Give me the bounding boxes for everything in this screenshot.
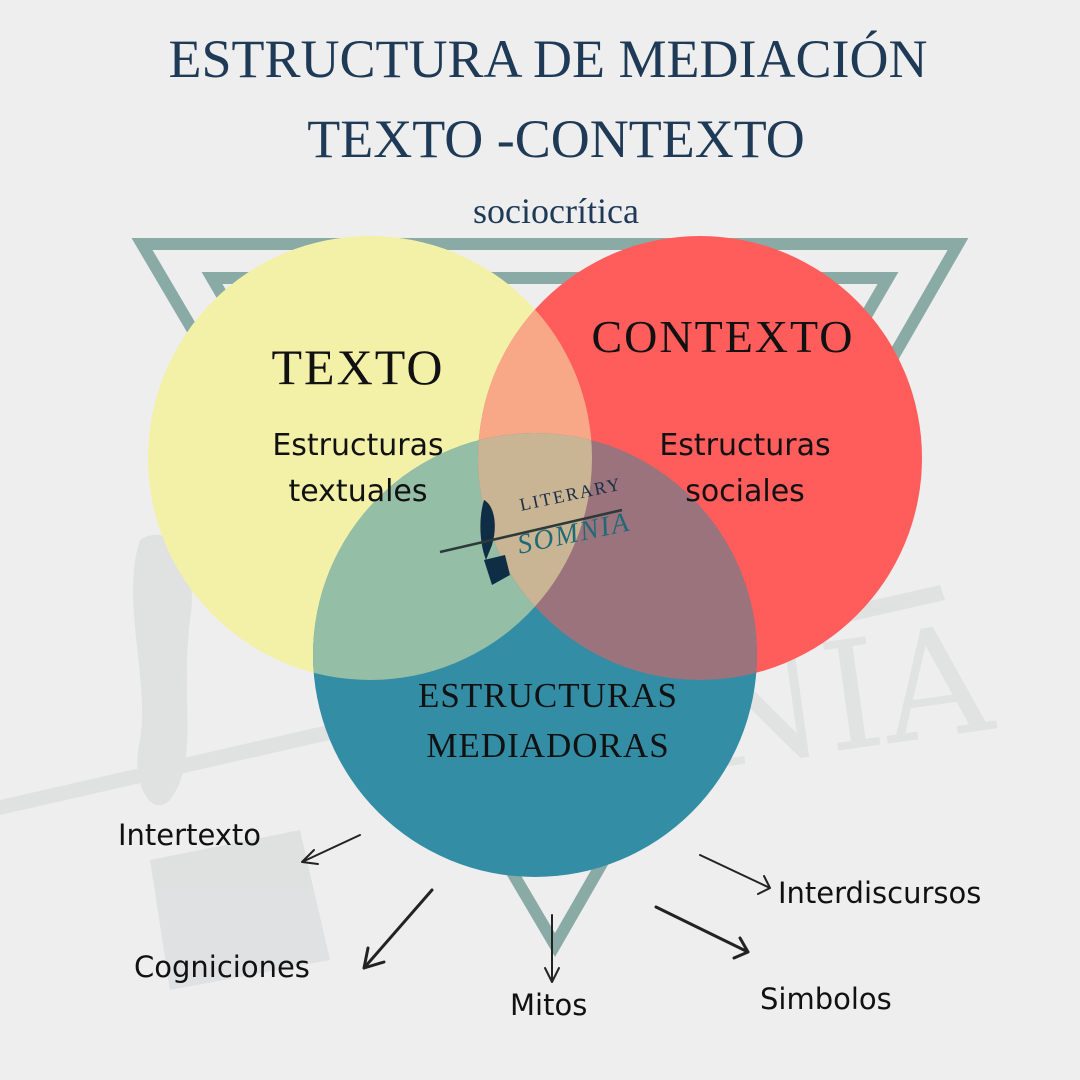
contexto-heading: CONTEXTO: [591, 311, 855, 362]
arrow-cogniciones: [362, 888, 434, 970]
arrow-mitos: [544, 914, 560, 983]
branch-arrows: [301, 834, 771, 983]
branch-intertexto: Intertexto: [118, 818, 262, 852]
branch-simbolos: Simbolos: [760, 982, 892, 1016]
contexto-line2: sociales: [685, 474, 805, 509]
arrow-interdiscursos: [699, 854, 771, 895]
mediadoras-line2: MEDIADORAS: [426, 726, 670, 765]
logo-literary-somnia: [439, 500, 623, 585]
subtitle: sociocrítica: [473, 191, 639, 231]
branch-mitos: Mitos: [510, 988, 588, 1022]
branch-interdiscursos: Interdiscursos: [778, 876, 982, 910]
arrow-intertexto: [301, 834, 361, 865]
quill-icon: [480, 500, 495, 560]
texto-heading: TEXTO: [271, 339, 445, 395]
branch-cogniciones: Cogniciones: [134, 950, 310, 984]
title-line1: ESTRUCTURA DE MEDIACIÓN: [168, 29, 928, 89]
contexto-line1: Estructuras: [659, 428, 831, 463]
texto-line2: textuales: [288, 474, 428, 509]
title-line2: TEXTO -CONTEXTO: [307, 109, 805, 169]
mediadoras-line1: ESTRUCTURAS: [418, 676, 678, 715]
texto-line1: Estructuras: [272, 428, 444, 463]
arrow-simbolos: [654, 905, 750, 960]
book-icon: [484, 555, 510, 585]
